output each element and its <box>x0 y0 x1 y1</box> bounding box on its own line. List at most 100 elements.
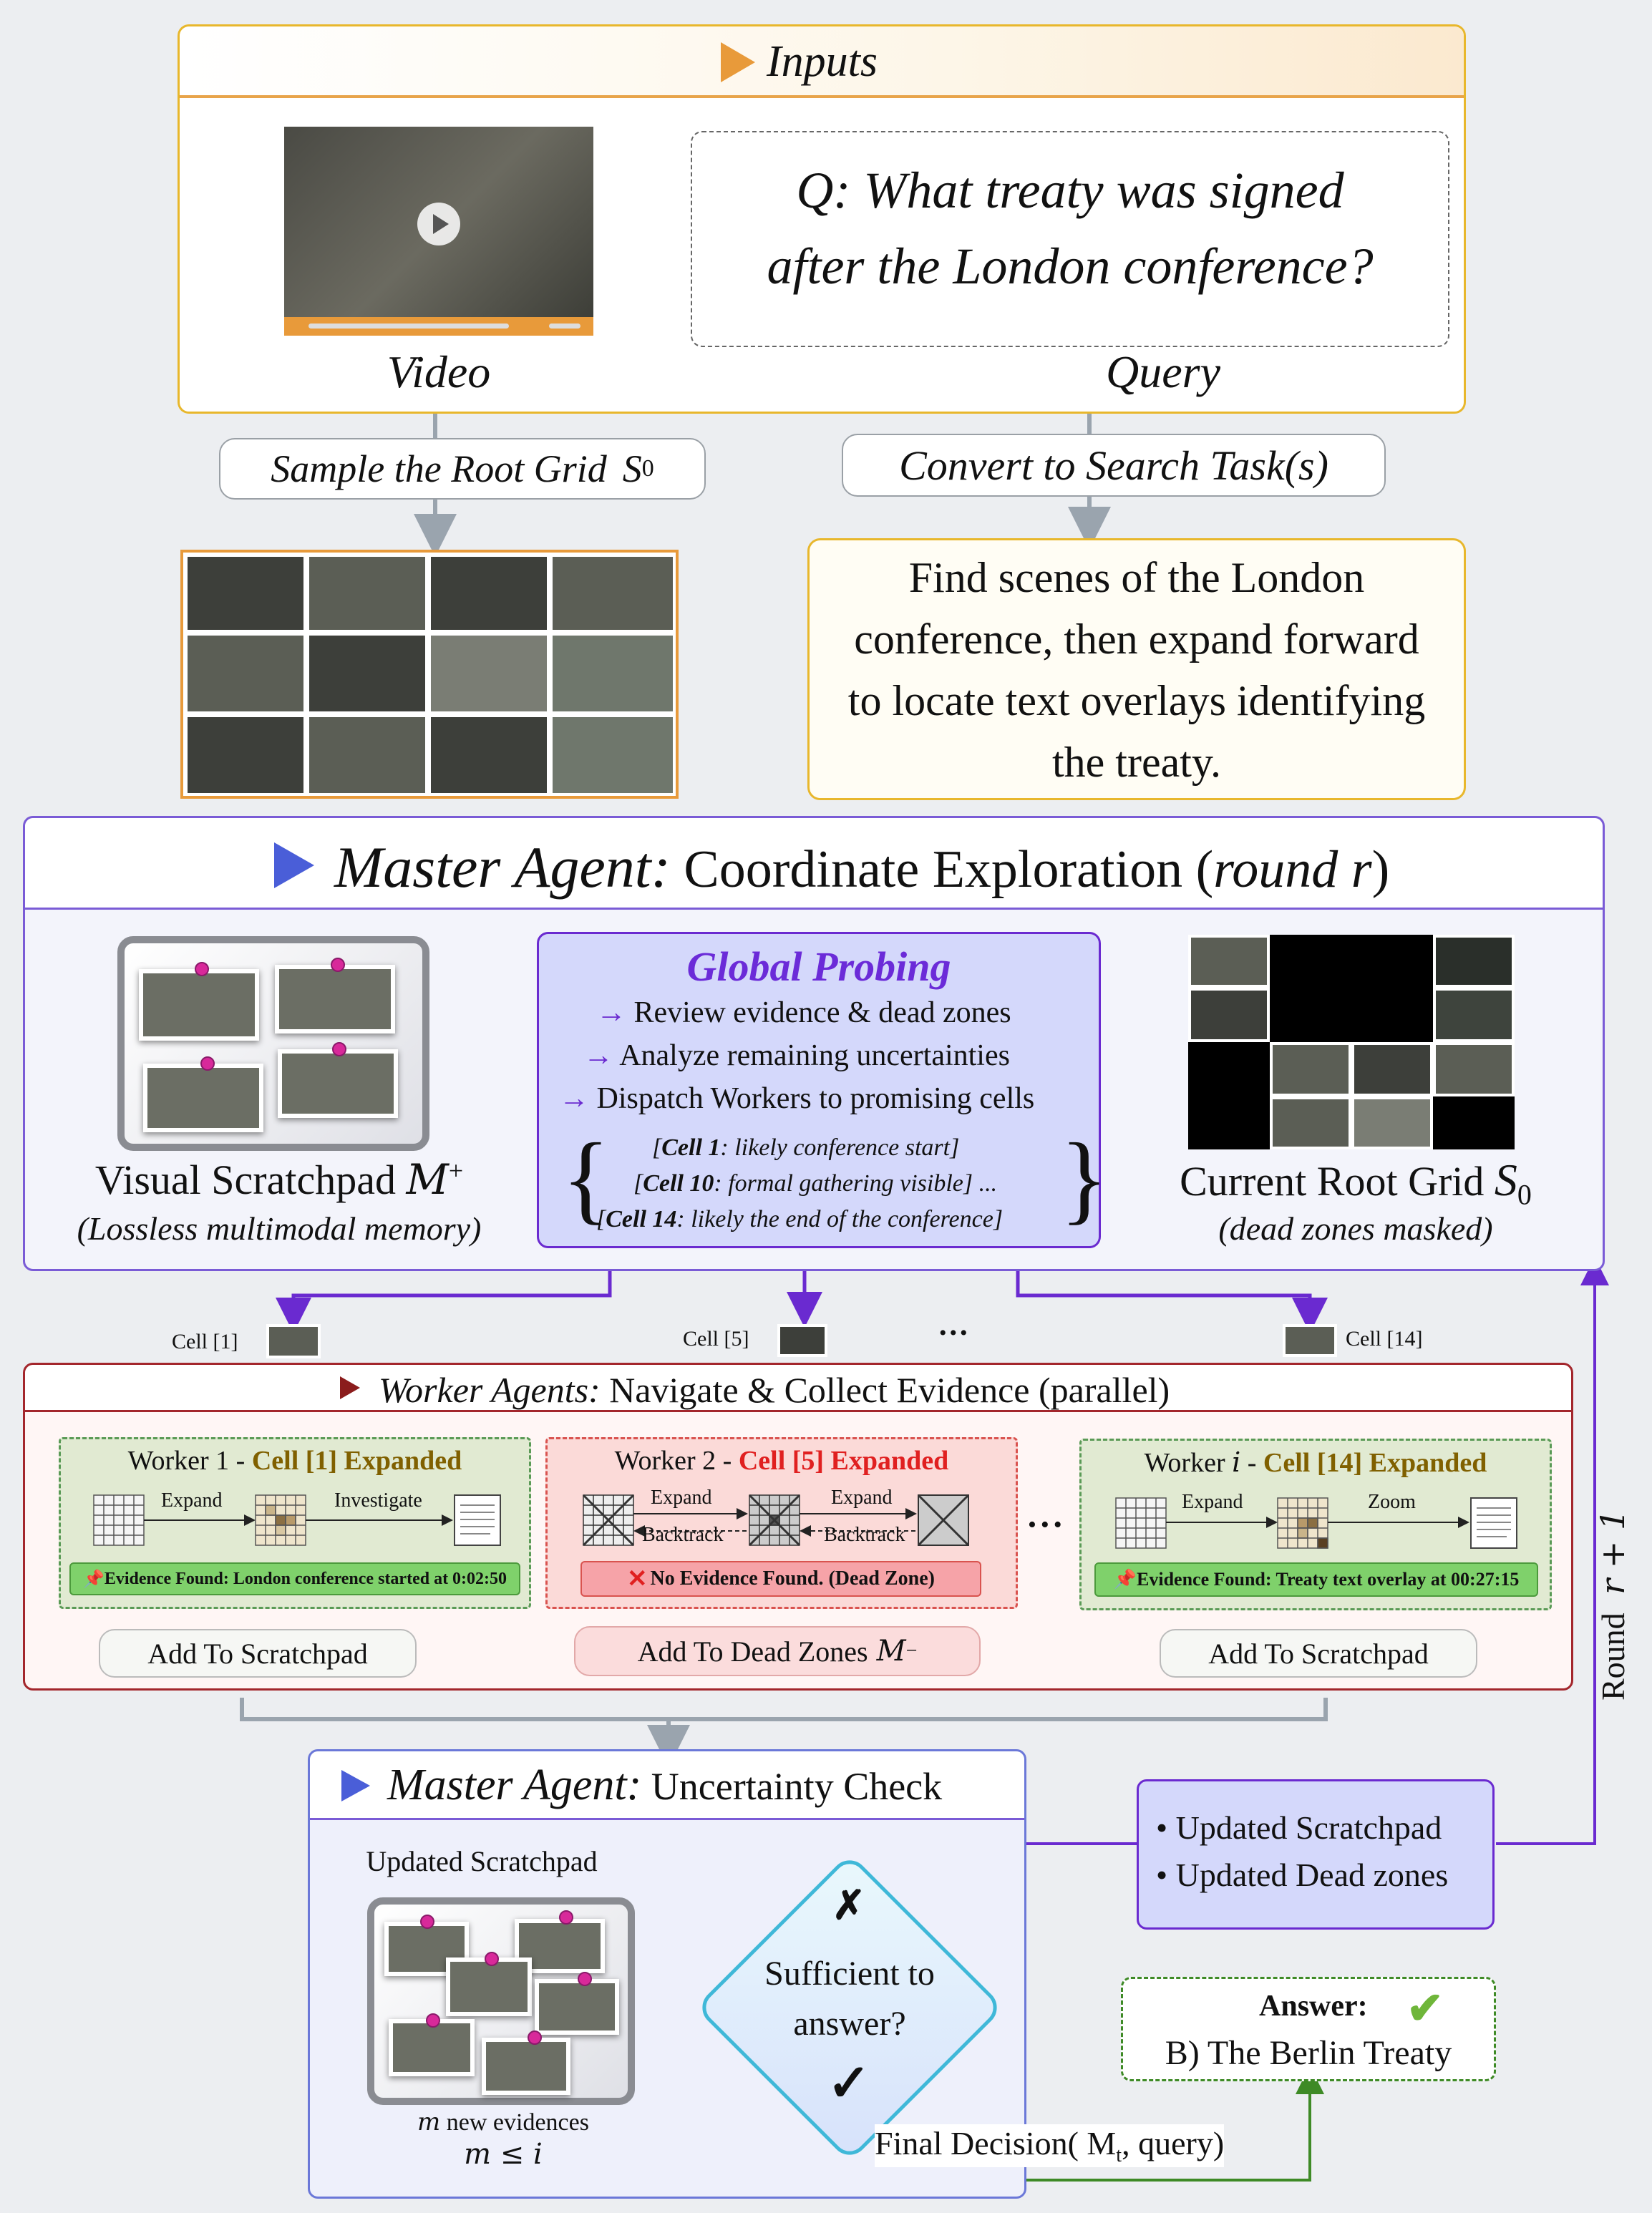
check-play-icon <box>341 1770 370 1801</box>
worker-i-title: Worker i - Cell [14] Expanded <box>1144 1446 1487 1478</box>
workers-ellipsis: ••• <box>1028 1512 1066 1538</box>
arrow-right-icon: → <box>583 1039 613 1072</box>
pin-icon <box>559 1910 573 1925</box>
visual-scratchpad-caption: (Lossless multimodal memory) <box>77 1210 482 1247</box>
round-label: Round r + 1 <box>1593 1509 1632 1701</box>
decision-no-mark: ✗ <box>832 1884 866 1928</box>
worker-i-step-2: Zoom <box>1368 1491 1416 1513</box>
dispatch-cell-1-label: Cell [1] <box>172 1330 238 1353</box>
visual-scratchpad-label: Visual Scratchpad M+ <box>94 1155 464 1204</box>
worker-2-title: Worker 2 - Cell [5] Expanded <box>614 1446 949 1476</box>
global-probing-title: Global Probing <box>686 943 951 990</box>
answer-box: Answer: ✔ B) The Berlin Treaty <box>1121 1977 1496 2081</box>
uncertainty-check-title: Master Agent: Uncertainty Check <box>387 1761 943 1809</box>
current-root-grid-label: Current Root Grid S0 <box>1180 1154 1532 1211</box>
inputs-panel: Inputs Video Q: What treaty was signed a… <box>178 24 1466 414</box>
updates-item-2: • Updated Dead zones <box>1156 1857 1449 1893</box>
pin-icon <box>528 2030 542 2045</box>
updates-item-1: • Updated Scratchpad <box>1156 1809 1442 1846</box>
arrow-right-icon: → <box>559 1082 589 1115</box>
worker-agents-title: Worker Agents: Navigate & Collect Eviden… <box>379 1370 1170 1410</box>
answer-label: Answer: <box>1259 1990 1368 2023</box>
worker-2-flow <box>582 1494 970 1547</box>
pin-icon: 📌 <box>1113 1569 1137 1590</box>
cell-hint-1: [Cell 1: likely conference start] <box>652 1134 960 1161</box>
cell-hint-3: [Cell 14: likely the end of the conferen… <box>596 1206 1004 1232</box>
current-root-grid-caption: (dead zones masked) <box>1218 1210 1493 1247</box>
query-box: Q: What treaty was signed after the Lond… <box>691 131 1449 347</box>
dispatch-cell-1-thumb <box>266 1324 321 1358</box>
visual-scratchpad-image <box>117 936 429 1151</box>
dispatch-cell-14-thumb <box>1283 1324 1337 1357</box>
worker-i-step-1: Expand <box>1182 1491 1243 1513</box>
worker-1-step-2: Investigate <box>334 1489 422 1512</box>
worker-2-backtrack-2: Backtrack <box>824 1524 905 1546</box>
convert-search-task-step: Convert to Search Task(s) <box>842 434 1386 497</box>
probing-item-2: → Analyze remaining uncertainties <box>583 1039 1010 1072</box>
pin-icon <box>200 1056 215 1071</box>
worker-2-backtrack-1: Backtrack <box>642 1524 724 1546</box>
video-label: Video <box>387 346 491 397</box>
cross-icon: ✕ <box>627 1566 648 1592</box>
decision-text-2: answer? <box>793 2005 906 2043</box>
probing-item-1: → Review evidence & dead zones <box>596 996 1011 1029</box>
query-line-2: after the London conference? <box>767 238 1374 295</box>
brace-left: { <box>562 1123 611 1234</box>
answer-value: B) The Berlin Treaty <box>1165 2034 1452 2072</box>
root-grid-image <box>180 550 679 799</box>
worker-i-evidence: 📌Evidence Found: Treaty text overlay at … <box>1094 1562 1538 1597</box>
pin-icon <box>426 2013 440 2028</box>
play-icon <box>721 42 755 82</box>
worker-i-add-to-scratchpad: Add To Scratchpad <box>1160 1629 1477 1678</box>
updated-scratchpad-label: Updated Scratchpad <box>366 1845 598 1877</box>
worker-agents-header: Worker Agents: Navigate & Collect Eviden… <box>25 1365 1571 1412</box>
inputs-title: Inputs <box>767 37 878 86</box>
video-play-icon[interactable] <box>417 203 460 245</box>
dispatch-cell-5-label: Cell [5] <box>683 1327 749 1351</box>
worker-i-flow <box>1115 1497 1517 1549</box>
updated-scratchpad-image <box>367 1897 635 2105</box>
worker-1-flow <box>93 1494 501 1546</box>
query-label: Query <box>1106 346 1220 397</box>
worker-1-evidence: 📌Evidence Found: London conference start… <box>69 1562 520 1595</box>
uncertainty-check-header: Master Agent: Uncertainty Check <box>310 1751 1024 1820</box>
master-agent-title: Master Agent: Coordinate Exploration (ro… <box>334 835 1390 900</box>
pin-icon <box>420 1915 434 1929</box>
video-progress-bar[interactable] <box>284 317 593 336</box>
worker-1-add-to-scratchpad: Add To Scratchpad <box>99 1629 417 1678</box>
pin-icon <box>195 962 209 976</box>
arrow-right-icon: → <box>596 996 626 1029</box>
master-play-icon <box>274 842 314 888</box>
worker-play-icon <box>340 1376 360 1399</box>
brace-right: } <box>1060 1123 1109 1234</box>
pin-icon <box>485 1952 499 1966</box>
worker-2-step-2: Expand <box>831 1487 893 1509</box>
worker-1-step-1: Expand <box>161 1489 223 1512</box>
worker-1-title: Worker 1 - Cell [1] Expanded <box>127 1446 462 1476</box>
global-probing-box: Global Probing → Review evidence & dead … <box>537 932 1108 1248</box>
worker-2-evidence: ✕No Evidence Found. (Dead Zone) <box>580 1561 981 1597</box>
probing-item-3: → Dispatch Workers to promising cells <box>559 1082 1035 1115</box>
inputs-header: Inputs <box>180 26 1464 98</box>
current-root-grid-image <box>1188 935 1515 1149</box>
decision-text-1: Sufficient to <box>764 1955 935 1993</box>
check-icon: ✔ <box>1406 1985 1444 2033</box>
dispatch-cell-5-thumb <box>777 1324 827 1357</box>
worker-2-card: Worker 2 - Cell [5] Expanded Expand Back… <box>545 1437 1018 1609</box>
worker-2-add-to-dead-zones: Add To Dead Zones M− <box>574 1626 981 1676</box>
master-agent-header: Master Agent: Coordinate Exploration (ro… <box>25 818 1603 910</box>
pin-icon: 📌 <box>82 1570 105 1589</box>
new-evidences-label: m new evidences <box>417 2108 589 2136</box>
dispatch-cell-14-label: Cell [14] <box>1346 1327 1423 1351</box>
worker-1-card: Worker 1 - Cell [1] Expanded Expand Inve… <box>59 1437 531 1609</box>
cell-hint-2: [Cell 10: formal gathering visible] ... <box>633 1170 998 1197</box>
updates-box: • Updated Scratchpad • Updated Dead zone… <box>1137 1779 1495 1930</box>
constraint-label: m ≤ i <box>464 2138 543 2171</box>
query-line-1: Q: What treaty was signed <box>796 162 1344 219</box>
final-decision-label: Final Decision( Mt, query) <box>875 2124 1225 2168</box>
pin-icon <box>331 958 345 972</box>
pin-icon <box>332 1042 346 1056</box>
search-task-box: Find scenes of the London conference, th… <box>807 538 1466 800</box>
video-thumbnail[interactable] <box>284 127 593 336</box>
